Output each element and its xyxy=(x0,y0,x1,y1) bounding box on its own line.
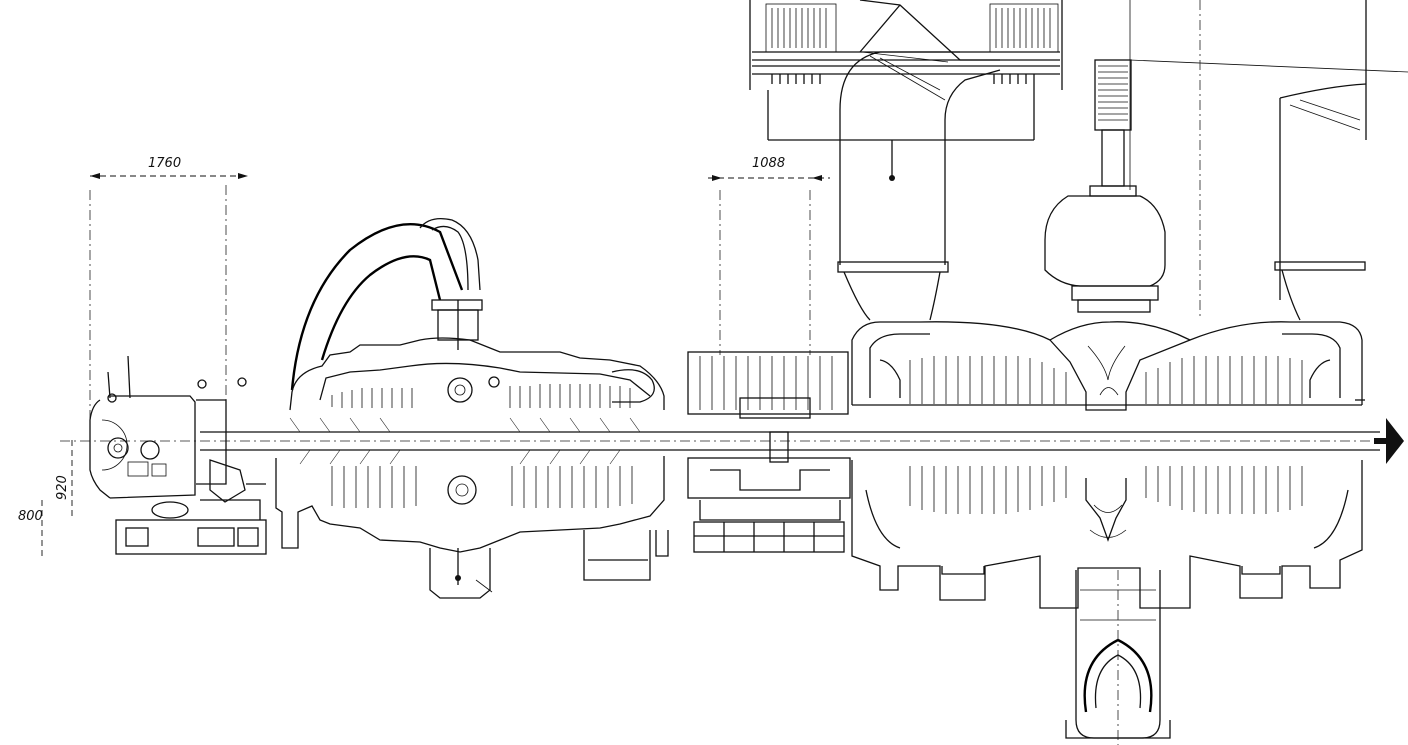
top-right-frame xyxy=(1129,0,1408,321)
hp-inlet-loop-pipe xyxy=(290,217,483,391)
arrow-right-icon xyxy=(1374,418,1404,464)
shaft-hatch xyxy=(289,417,641,465)
dimension-mid-span: 1088 xyxy=(752,156,785,171)
shaft-centerline xyxy=(60,431,1395,451)
front-pedestal xyxy=(115,459,267,555)
dimension-base-height: 800 xyxy=(18,509,43,524)
hp-casing-upper xyxy=(289,337,665,411)
crossover-pipe xyxy=(837,51,1001,321)
dimension-left-span: 1760 xyxy=(148,156,181,171)
control-valve xyxy=(1044,59,1166,313)
steam-header-valve-chest xyxy=(749,0,1063,181)
lp-casing-upper xyxy=(851,321,1365,411)
hp-casing-lower xyxy=(275,456,669,599)
middle-bearing-housing xyxy=(687,351,851,553)
lp-casing-lower xyxy=(851,460,1363,609)
front-bearing-housing xyxy=(89,355,247,499)
dimension-axis-height: 920 xyxy=(55,475,70,500)
lp-exhaust-hood xyxy=(1065,570,1171,745)
dimension-lines xyxy=(41,173,830,560)
